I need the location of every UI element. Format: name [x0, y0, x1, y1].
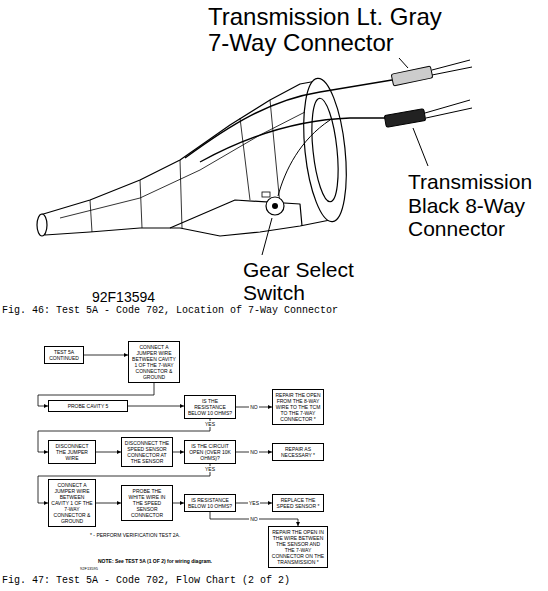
edge-label: NO: [249, 404, 259, 410]
callout-label: Transmission Lt. Gray 7-Way Connector: [208, 4, 448, 57]
box-text: REPAIR THE OPEN IN THE WIRE BETWEEN THE …: [271, 529, 325, 565]
decision-box: IS THE CIRCUIT OPEN (OVER 10K OHMS)?: [184, 440, 236, 464]
process-box: REPLACE THE SPEED SENSOR *: [272, 494, 324, 512]
process-box: REPAIR THE OPEN FROM THE 8-WAY WIRE TO T…: [272, 389, 324, 425]
process-box: REPAIR AS NECESSARY *: [272, 443, 324, 461]
connector-pigtail: [425, 100, 472, 118]
edge-label: YES: [248, 500, 260, 506]
box-text: IS RESISTANCE BELOW 10 OHMS?: [187, 497, 233, 509]
footnote: * - PERFORM VERIFICATION TEST 2A.: [90, 532, 180, 538]
switch-body: [266, 197, 284, 215]
harness-wire: [278, 120, 330, 196]
box-text: DISCONNECT THE SPEED SENSOR CONNECTOR AT…: [124, 440, 170, 464]
harness-wire: [200, 118, 386, 162]
figure-caption: Fig. 46: Test 5A - Code 702, Location of…: [2, 305, 338, 317]
box-text: DISCONNECT THE JUMPER WIRE: [51, 443, 93, 461]
box-text: CONNECT A JUMPER WIRE BETWEEN CAVITY 1 O…: [51, 482, 93, 524]
bell-housing-rim: [298, 76, 353, 223]
edge-label: YES: [204, 466, 216, 472]
flow-connector: [96, 503, 121, 504]
callout-label: Transmission Black 8-Way Connector: [408, 170, 545, 241]
case-rib: [240, 100, 280, 205]
edge-label: NO: [249, 449, 259, 455]
flow-connector: [173, 503, 184, 504]
switch-tab: [262, 192, 270, 197]
case-seam: [90, 160, 182, 232]
box-text: IS THE RESISTANCE BELOW 10 OHMS?: [187, 398, 233, 416]
figure-caption: Fig. 47: Test 5A - Code 702, Flow Chart …: [2, 575, 290, 587]
bell-housing-inner: [308, 97, 343, 203]
box-text: REPAIR AS NECESSARY *: [275, 446, 321, 458]
gear-select-switch: [262, 192, 284, 215]
box-text: CONNECT A JUMPER WIRE BETWEEN CAVITY 1 O…: [131, 344, 177, 380]
note: NOTE: See TEST 5A (1 OF 2) for wiring di…: [98, 558, 212, 564]
edge-label: NO: [249, 516, 259, 522]
eight-way-connector: [384, 109, 425, 128]
box-text: TEST 5A CONTINUED: [47, 349, 81, 361]
box-text: REPAIR THE OPEN FROM THE 8-WAY WIRE TO T…: [275, 392, 321, 422]
figure-number: 92F13595: [80, 566, 98, 571]
box-text: PROBE THE WHITE WIRE IN THE SPEED SENSOR…: [124, 488, 170, 518]
start-box: TEST 5A CONTINUED: [44, 346, 84, 364]
connectors: [384, 66, 433, 127]
process-box: CONNECT A JUMPER WIRE BETWEEN CAVITY 1 O…: [48, 479, 96, 527]
flow-connector: [173, 452, 184, 453]
flow-connector: [128, 406, 184, 407]
box-text: PROBE CAVITY 5: [51, 403, 125, 409]
flow-connector: [84, 355, 128, 356]
seven-way-connector: [391, 66, 433, 86]
case-ridge: [60, 112, 305, 218]
process-box: DISCONNECT THE SPEED SENSOR CONNECTOR AT…: [121, 437, 173, 467]
harness-wire: [185, 80, 392, 158]
switch-shaft: [272, 203, 278, 209]
edge-label: YES: [204, 421, 216, 427]
connector-pigtail: [432, 60, 472, 75]
leader-line: [399, 58, 408, 68]
process-box: CONNECT A JUMPER WIRE BETWEEN CAVITY 1 O…: [128, 341, 180, 383]
flow-connector: [96, 452, 121, 453]
transmission-case: [37, 76, 352, 236]
process-box: PROBE CAVITY 5: [48, 400, 128, 412]
flow-connector: [210, 512, 298, 526]
decision-box: IS THE RESISTANCE BELOW 10 OHMS?: [184, 395, 236, 419]
decision-box: IS RESISTANCE BELOW 10 OHMS?: [184, 494, 236, 512]
figure-number: 92F13594: [92, 289, 155, 305]
tailshaft-end: [37, 214, 47, 236]
process-box: PROBE THE WHITE WIRE IN THE SPEED SENSOR…: [121, 485, 173, 521]
process-box: DISCONNECT THE JUMPER WIRE: [48, 440, 96, 464]
callout-label: Gear Select Switch: [243, 258, 369, 304]
process-box: REPAIR THE OPEN IN THE WIRE BETWEEN THE …: [268, 526, 328, 568]
leader-lines: [262, 58, 428, 255]
box-text: IS THE CIRCUIT OPEN (OVER 10K OHMS)?: [187, 443, 233, 461]
box-text: REPLACE THE SPEED SENSOR *: [275, 497, 321, 509]
leader-line: [413, 128, 428, 166]
leader-line: [262, 218, 272, 255]
